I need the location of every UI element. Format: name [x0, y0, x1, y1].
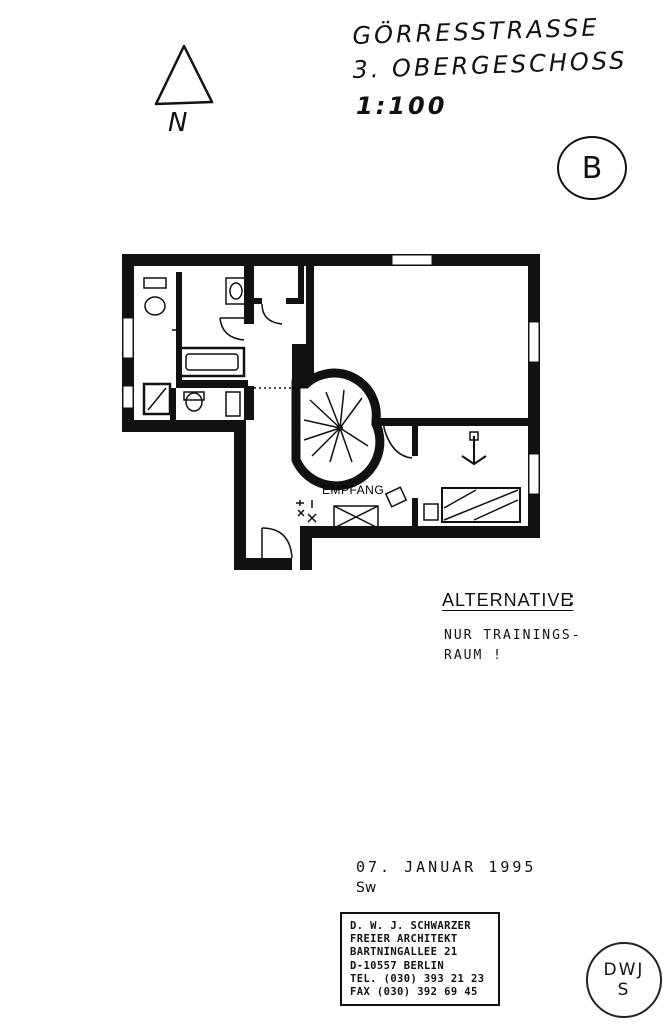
room-label-reception: EMPFANG	[322, 483, 384, 497]
alternative-note-line2: RAUM !	[444, 648, 503, 663]
alternative-title-text: ALTERNATIVE	[442, 590, 574, 610]
spiral-staircase	[291, 368, 385, 491]
alternative-colon: :	[568, 588, 575, 610]
stamp-line: D-10557 BERLIN	[350, 959, 445, 972]
alternative-title: ALTERNATIVE	[442, 590, 573, 611]
fixtures	[142, 277, 413, 559]
stamp-line: D. W. J. SCHWARZER	[350, 920, 471, 932]
author-initials: Sw	[356, 880, 377, 896]
stamp-line: FAX (030) 392 69 45	[350, 986, 478, 999]
seal-line2: S	[617, 980, 631, 1000]
sheet-badge-letter: B	[581, 150, 603, 186]
furniture	[296, 431, 521, 529]
alternative-note-line1: NUR TRAININGS-	[444, 628, 582, 643]
interior-walls	[170, 266, 540, 528]
windows	[122, 254, 540, 495]
architect-stamp: D. W. J. SCHWARZER FREIER ARCHITEKT BART…	[340, 912, 500, 1006]
stamp-line: FREIER ARCHITEKT	[350, 933, 458, 946]
north-arrow-icon	[154, 44, 214, 106]
seal-line1: DWJ	[603, 960, 645, 980]
drawing-date: 07. JANUAR 1995	[356, 858, 537, 876]
stamp-line: TEL. (030) 393 21 23	[350, 972, 485, 985]
sheet-badge: B	[557, 136, 627, 200]
architect-seal: DWJ S	[586, 942, 662, 1018]
north-letter: N	[168, 108, 191, 138]
scale-label: 1:100	[356, 92, 448, 120]
stamp-line: BARTNINGALLEE 21	[350, 946, 458, 959]
